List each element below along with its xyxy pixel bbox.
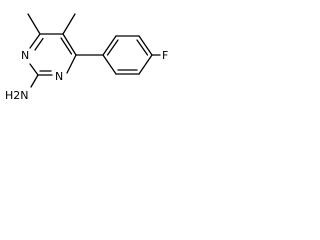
fluorine-label: F [162, 49, 168, 62]
nitrogen-top-label: N [21, 49, 29, 62]
methyl-bond-c5 [62, 13, 76, 35]
molecule-structure: N N F H2N [5, 13, 168, 102]
methyl-bond-c6 [27, 13, 41, 35]
bond-n3-c4 [66, 54, 77, 74]
phenyl-bond-6 [102, 54, 117, 75]
bond-c4-c5-inner [60, 37, 73, 55]
phenyl-bond-4 [138, 54, 153, 75]
phenyl-ring [102, 35, 153, 75]
phenyl-bond-3-inner [136, 39, 149, 56]
phenyl-bond-1-inner [106, 39, 119, 56]
nitrogen-bottom-label: N [55, 70, 63, 83]
bond-c4-c5 [62, 33, 77, 56]
pyrimidine-ring [29, 33, 77, 76]
phenyl-bond-1 [102, 35, 117, 56]
bond-c6-n1-inner [34, 37, 44, 51]
amine-label: H2N [5, 89, 29, 102]
amine-bond [30, 74, 39, 88]
bond-c6-n1 [29, 33, 41, 49]
bond-n1-c2 [29, 63, 39, 76]
phenyl-bond-3 [138, 35, 153, 56]
